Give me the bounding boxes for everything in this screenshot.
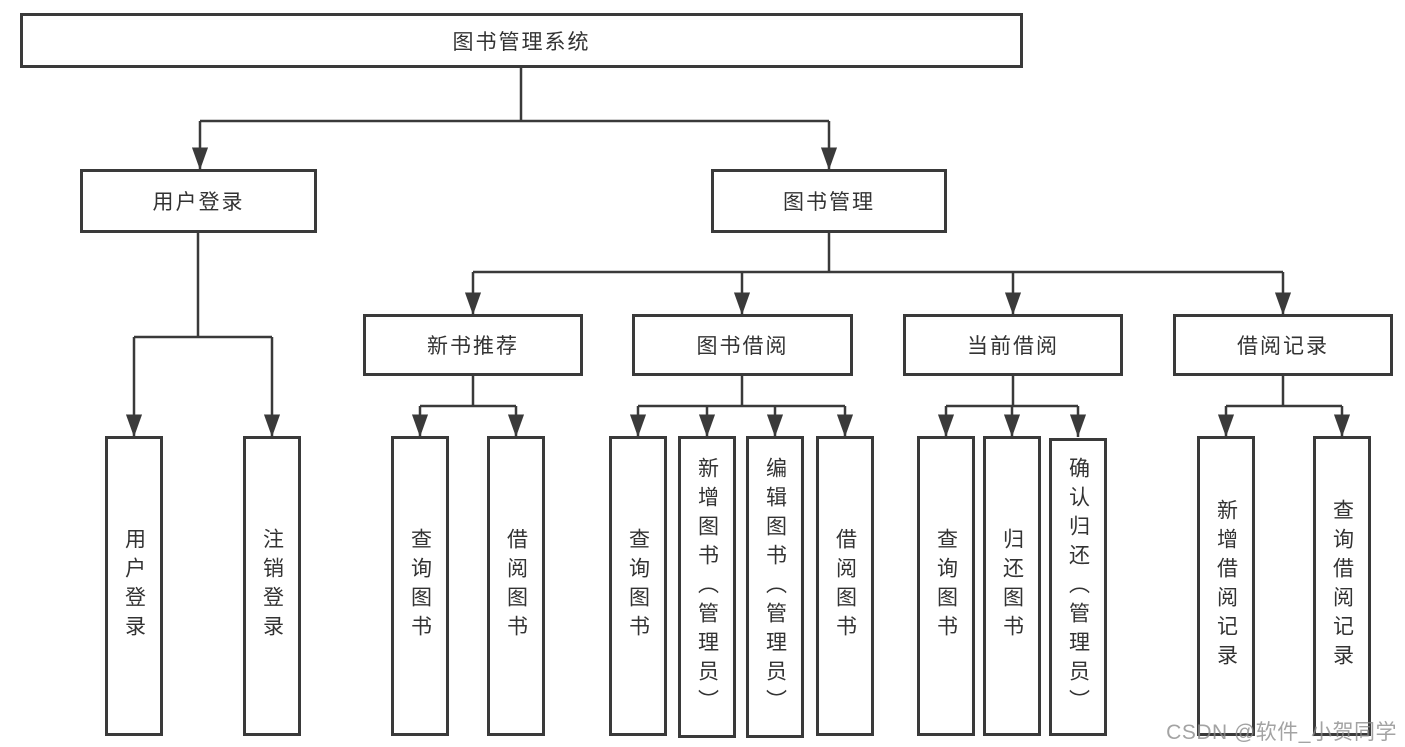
connector-book-management-bus [473,233,1283,274]
leaf-query-borrow-record: 查询借阅记录 [1313,436,1371,736]
leaf-edit-books-admin: 编辑图书（管理员） [746,436,804,738]
connector-borrowing-records-bus [1226,376,1342,408]
leaf-user-login: 用户登录 [105,436,163,736]
leaf-add-borrow-record: 新增借阅记录 [1197,436,1255,736]
leaf-return-books-label: 归还图书 [1000,528,1024,644]
leaf-query-books: 查询图书 [609,436,667,736]
leaf-add-books-admin-label: 新增图书（管理员） [695,456,719,718]
node-book-management: 图书管理 [711,169,947,233]
leaf-query-books: 查询图书 [391,436,449,736]
leaf-confirm-return-admin-label: 确认归还（管理员） [1066,456,1090,718]
leaf-user-login-label: 用户登录 [122,528,146,644]
node-borrowing-records: 借阅记录 [1173,314,1393,376]
connector-new-book-bus [420,376,516,408]
leaf-add-borrow-record-label: 新增借阅记录 [1214,499,1238,673]
node-new-book-recommend: 新书推荐 [363,314,583,376]
node-user-login: 用户登录 [80,169,317,233]
leaf-confirm-return-admin: 确认归还（管理员） [1049,438,1107,736]
csdn-watermark: CSDN @软件_小贺同学 [1166,721,1397,744]
leaf-borrow-books: 借阅图书 [487,436,545,736]
leaf-query-borrow-record-label: 查询借阅记录 [1330,499,1354,673]
leaf-borrow-books-label: 借阅图书 [833,528,857,644]
node-book-borrowing: 图书借阅 [632,314,853,376]
leaf-query-books-label: 查询图书 [626,528,650,644]
leaf-borrow-books: 借阅图书 [816,436,874,736]
leaf-borrow-books-label: 借阅图书 [504,528,528,644]
connector-user-login-bus [134,233,272,339]
node-library-management-system: 图书管理系统 [20,13,1023,68]
leaf-query-books-label: 查询图书 [408,528,432,644]
leaf-add-books-admin: 新增图书（管理员） [678,436,736,738]
node-current-borrowing: 当前借阅 [903,314,1123,376]
leaf-query-books: 查询图书 [917,436,975,736]
connector-group [125,68,1351,437]
leaf-return-books: 归还图书 [983,436,1041,736]
connector-root-bus [200,68,829,123]
connector-current-borrowing-bus [946,376,1078,408]
leaf-query-books-label: 查询图书 [934,528,958,644]
leaf-edit-books-admin-label: 编辑图书（管理员） [763,456,787,718]
leaf-logout-login: 注销登录 [243,436,301,736]
leaf-logout-login-label: 注销登录 [260,528,284,644]
connector-book-borrowing-bus [638,376,845,408]
